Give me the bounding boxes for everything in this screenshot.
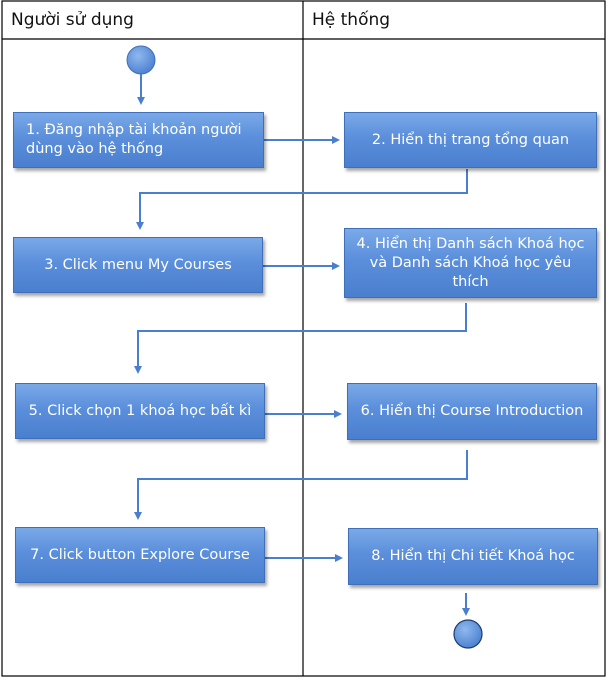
lane-header-system: Hệ thống [312,10,391,30]
step-6-box: 6. Hiển thị Course Introduction [347,383,597,440]
arrow-2-to-3 [136,169,468,230]
end-node [453,619,483,649]
arrow-4-to-5 [134,303,467,374]
step-5-box: 5. Click chọn 1 khoá học bất kì [15,383,265,439]
arrow-6-to-7 [134,450,468,520]
start-node [126,45,156,75]
step-3-box: 3. Click menu My Courses [13,237,263,293]
step-8-box: 8. Hiển thị Chi tiết Khoá học [348,528,598,585]
step-2-box: 2. Hiển thị trang tổng quan [344,112,597,168]
step-1-box: 1. Đăng nhập tài khoản người dùng vào hệ… [13,112,264,168]
lane-header-user: Người sử dụng [11,10,134,30]
step-7-box: 7. Click button Explore Course [15,527,265,583]
step-4-box: 4. Hiển thị Danh sách Khoá học và Danh s… [344,228,597,298]
